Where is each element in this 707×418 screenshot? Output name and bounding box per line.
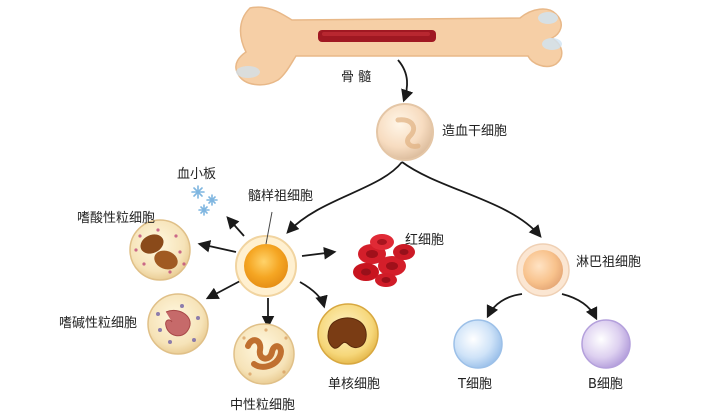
monocyte-cell (317, 303, 379, 365)
arrow-to-monocyte (299, 281, 328, 309)
arrow-marrow-to-stem (397, 59, 414, 103)
stem-cell (376, 103, 434, 161)
arrow-to-eosinophil (197, 240, 237, 253)
arrow-to-platelet (226, 216, 245, 237)
arrows (197, 59, 598, 329)
arrow-stem-to-lymphoid (401, 161, 542, 238)
arrow-to-rbc (301, 246, 337, 260)
neutrophil-cell (233, 323, 295, 385)
arrow-stem-to-myeloid (286, 161, 403, 234)
label-monocyte: 单核细胞 (328, 377, 381, 392)
eosinophil-cell (129, 219, 191, 281)
arrow-to-bcell (561, 293, 598, 321)
label-basophil: 嗜碱性粒细胞 (59, 316, 138, 331)
basophil-cell (147, 293, 209, 355)
label-neutrophil: 中性粒细胞 (230, 398, 296, 413)
label-b-cell: B细胞 (588, 377, 623, 392)
t-cell (453, 319, 503, 369)
arrow-to-tcell (486, 293, 523, 319)
label-myeloid-progenitor: 髓样祖细胞 (248, 189, 314, 204)
label-platelet: 血小板 (177, 167, 217, 182)
arrow-to-basophil (205, 279, 243, 300)
myeloid-progenitor-cell (235, 211, 297, 297)
label-red-blood-cell: 红细胞 (405, 233, 445, 248)
label-eosinophil: 嗜酸性粒细胞 (77, 211, 156, 226)
b-cell (581, 319, 631, 369)
lymphoid-progenitor-cell (516, 243, 570, 297)
label-bone-marrow: 骨 髓 (341, 70, 372, 85)
label-hematopoietic-stem-cell: 造血干细胞 (442, 124, 508, 139)
red-blood-cells (353, 234, 415, 287)
bone-illustration (235, 6, 563, 86)
platelet-cells (191, 185, 218, 216)
label-t-cell: T细胞 (458, 377, 492, 392)
label-lymphoid-progenitor: 淋巴祖细胞 (576, 255, 642, 270)
